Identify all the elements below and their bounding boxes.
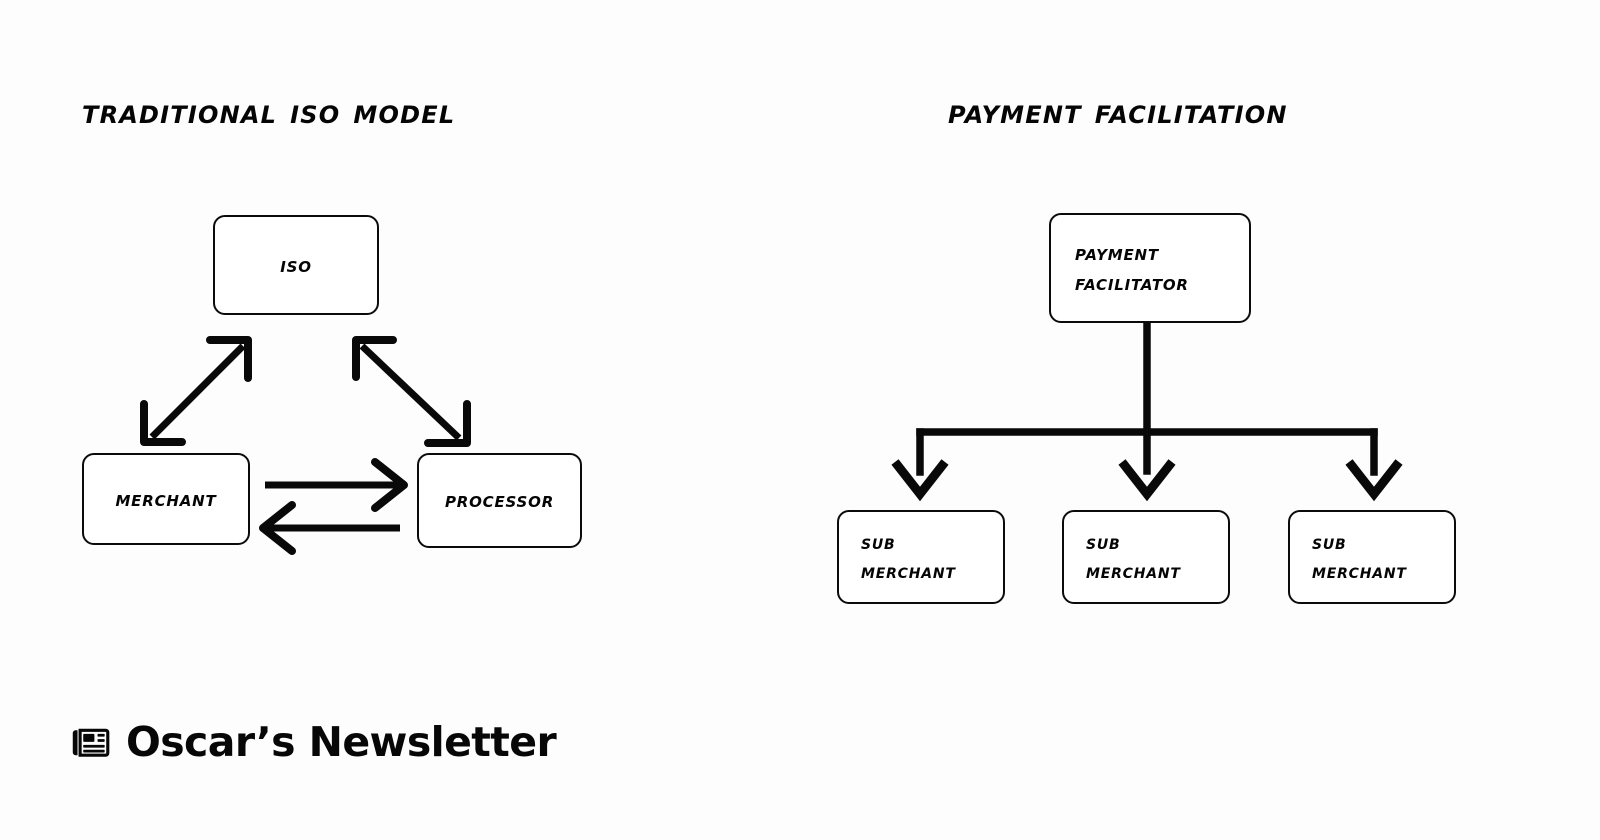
node-processor-label: Processor xyxy=(444,488,555,513)
newspaper-icon xyxy=(72,728,110,757)
node-sub-merchant-2-label: Sub Merchant xyxy=(1086,530,1181,583)
brand-footer: Oscar’s Newsletter xyxy=(68,718,557,766)
edge-merchant-to-processor xyxy=(265,458,408,512)
left-panel-title: Traditional ISO Model xyxy=(82,92,456,132)
right-panel-title: Payment Facilitation xyxy=(948,92,1288,132)
node-payment-facilitator-label: Payment Facilitator xyxy=(1075,240,1189,295)
node-sub-merchant-1-label: Sub Merchant xyxy=(861,530,956,583)
edge-payfac-to-sub-2 xyxy=(1118,459,1176,502)
brand-name-label: Oscar’s Newsletter xyxy=(126,718,557,766)
node-iso[interactable]: ISO xyxy=(213,215,379,315)
node-iso-label: ISO xyxy=(280,252,312,277)
node-sub-merchant-2[interactable]: Sub Merchant xyxy=(1062,510,1230,604)
node-merchant-label: Merchant xyxy=(115,486,217,511)
edge-processor-to-merchant xyxy=(259,501,400,555)
edge-payfac-to-sub-3 xyxy=(1345,428,1403,502)
node-sub-merchant-1[interactable]: Sub Merchant xyxy=(837,510,1005,604)
node-sub-merchant-3-label: Sub Merchant xyxy=(1312,530,1407,583)
edge-payfac-to-sub-1 xyxy=(891,428,949,502)
edge-iso-processor xyxy=(352,336,471,447)
node-processor[interactable]: Processor xyxy=(417,453,582,548)
node-merchant[interactable]: Merchant xyxy=(82,453,250,545)
node-payment-facilitator[interactable]: Payment Facilitator xyxy=(1049,213,1251,323)
node-sub-merchant-3[interactable]: Sub Merchant xyxy=(1288,510,1456,604)
edge-payfac-trunk xyxy=(916,321,1378,475)
edge-iso-merchant xyxy=(140,336,252,446)
